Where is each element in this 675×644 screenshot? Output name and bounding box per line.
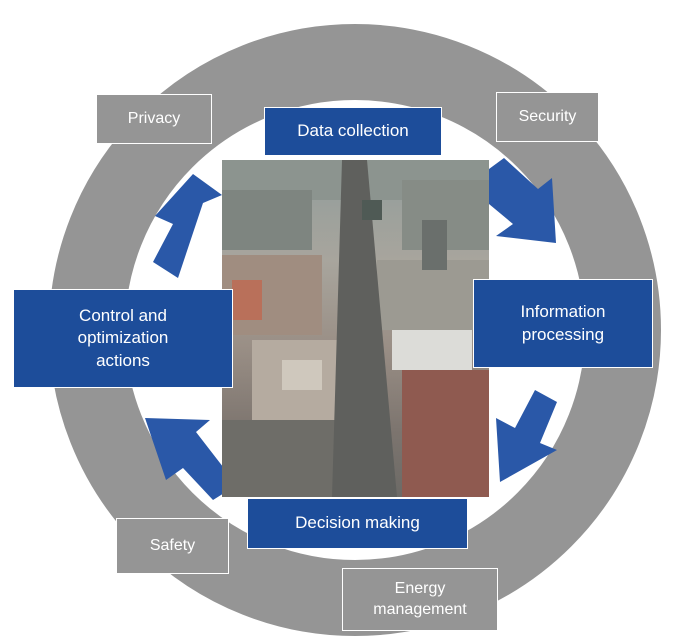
arrow-control-to-collection: [153, 174, 222, 278]
data-collection-label: Data collection: [297, 121, 409, 141]
decision-making-box: Decision making: [247, 498, 468, 549]
information-processing-box: Information processing: [473, 279, 653, 368]
cycle-arrows: [145, 158, 557, 500]
arrow-collection-to-processing: [474, 158, 556, 243]
safety-label: Safety: [149, 536, 196, 554]
arrow-decision-to-control: [145, 418, 237, 500]
security-box: Security: [496, 92, 599, 142]
control-actions-box: Control and optimization actions: [13, 289, 233, 388]
energy-management-box: Energy management: [342, 568, 498, 631]
safety-box: Safety: [116, 518, 229, 574]
decision-making-label: Decision making: [295, 513, 420, 533]
information-processing-label: Information processing: [520, 302, 606, 344]
privacy-box: Privacy: [96, 94, 212, 144]
city-aerial-photo: [222, 160, 489, 497]
energy-management-label: Energy management: [373, 579, 467, 618]
arrow-processing-to-decision: [496, 390, 557, 482]
city-photo-art: [222, 160, 489, 497]
data-collection-box: Data collection: [264, 107, 442, 156]
privacy-label: Privacy: [127, 109, 181, 127]
security-label: Security: [518, 107, 577, 125]
control-actions-label: Control and optimization actions: [77, 306, 169, 370]
